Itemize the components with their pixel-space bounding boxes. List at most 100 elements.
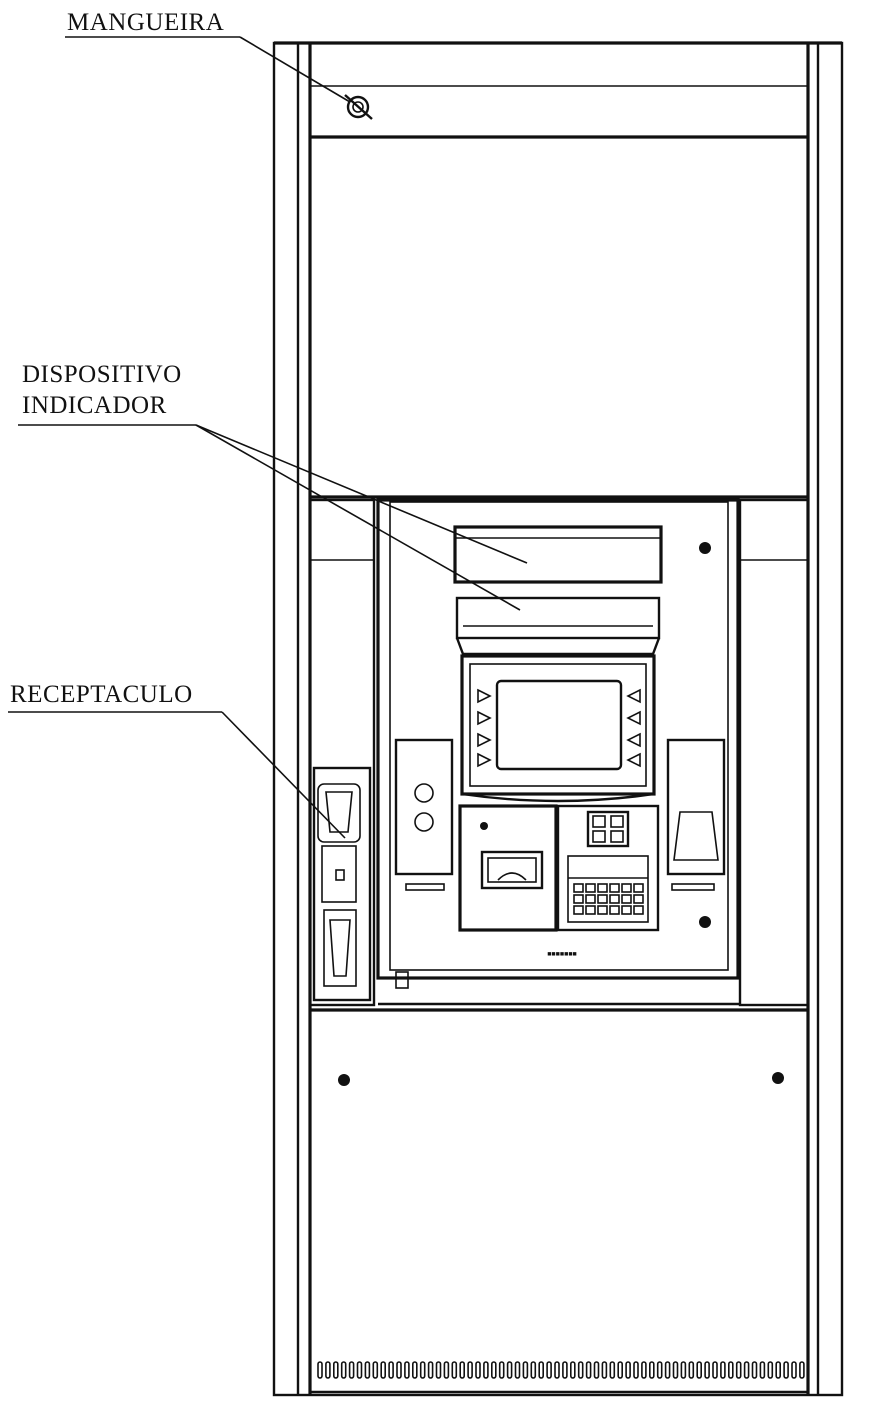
- vent-slot: [411, 1361, 418, 1379]
- vent-slot: [751, 1361, 758, 1379]
- vent-slot: [364, 1361, 371, 1379]
- vent-slot: [601, 1361, 608, 1379]
- top-header-panel: [310, 85, 808, 139]
- vent-slot: [396, 1361, 402, 1379]
- vent-slot: [372, 1361, 379, 1379]
- display-indicator: [453, 525, 663, 656]
- vent-slot: [585, 1361, 592, 1379]
- round-button-icon: [414, 812, 434, 832]
- label-receptaculo: RECEPTACULO: [10, 681, 193, 708]
- display-screen: [495, 679, 623, 771]
- receipt-module: [458, 804, 558, 932]
- keypad-key: [633, 905, 644, 915]
- vent-slot: [672, 1361, 679, 1379]
- display-indicator-upper: [453, 525, 663, 584]
- label-mangueira: MANGUEIRA: [67, 9, 224, 36]
- right-function-keys: [626, 688, 641, 768]
- label-dispositivo-line1: DISPOSITIVO: [22, 361, 182, 388]
- keypad-key: [573, 883, 584, 893]
- receptacle-lock-icon: [335, 869, 345, 881]
- keypad-key: [621, 905, 632, 915]
- vent-slot: [775, 1361, 782, 1379]
- vent-slot: [799, 1361, 805, 1379]
- receptacle-body: [321, 845, 357, 903]
- vent-slot: [735, 1361, 742, 1379]
- keypad-keys: [573, 883, 644, 915]
- round-button-icon: [414, 783, 434, 803]
- vent-slot: [483, 1361, 489, 1379]
- receptacle-housing: [312, 766, 372, 1002]
- fascia-outer: [376, 498, 740, 980]
- function-key-icon: [477, 688, 492, 704]
- label-dispositivo-line2: INDICADOR: [22, 392, 167, 419]
- receipt-slot-inner: [487, 857, 537, 883]
- vent-slot: [791, 1361, 797, 1379]
- vent-slot: [577, 1361, 584, 1379]
- vent-slot: [609, 1361, 616, 1379]
- left-fascia-module: [394, 738, 454, 891]
- vent-slot: [648, 1361, 655, 1379]
- screen-bottom-curve: [461, 792, 655, 803]
- lower-cabinet-panel: [310, 1008, 808, 1394]
- display-indicator-lower: [455, 596, 661, 640]
- vent-slot: [475, 1361, 481, 1379]
- receipt-module-box: [458, 804, 558, 932]
- vent-slot: [617, 1361, 624, 1379]
- screen-unit: [460, 654, 656, 803]
- vent-slot: [427, 1361, 434, 1379]
- keypad-module: [556, 804, 660, 932]
- leader-line-display-lower: [195, 424, 521, 611]
- vent-slot: [530, 1361, 537, 1379]
- function-key-icon: [626, 710, 641, 726]
- vent-slot: [759, 1361, 766, 1379]
- hose-fitting-icon: [344, 94, 373, 120]
- left-side-panel: [308, 498, 376, 1007]
- vent-slot: [727, 1361, 734, 1379]
- keypad-module-box: [556, 804, 660, 932]
- ventilation-slots: [317, 1361, 805, 1379]
- vent-slot: [664, 1361, 671, 1379]
- keypad-key: [621, 883, 632, 893]
- vent-slot: [467, 1361, 473, 1379]
- screen-inner-bezel: [469, 663, 647, 787]
- vent-slot: [459, 1361, 466, 1379]
- left-module-slot: [405, 883, 445, 891]
- fascia-logo-mark: ■■■■■■■: [547, 951, 577, 958]
- keypad-key: [609, 883, 620, 893]
- fascia-bolt-bottom: [699, 916, 711, 928]
- left-side-panel-box: [308, 498, 376, 1007]
- fascia-bolt-top: [699, 542, 711, 554]
- cabinet-outline: [272, 41, 844, 1397]
- screen-bezel: [460, 654, 656, 796]
- vent-slot: [506, 1361, 513, 1379]
- right-module-box: [666, 738, 726, 876]
- vent-slot: [490, 1361, 497, 1379]
- receptacle-slot-top: [317, 783, 361, 843]
- keypad-key: [597, 894, 608, 904]
- keypad-key: [585, 905, 596, 915]
- leader-line-receptaculo: [221, 711, 346, 839]
- right-fascia-module: [666, 738, 726, 891]
- vent-slot: [562, 1361, 568, 1379]
- right-side-panel: [738, 498, 810, 1007]
- vent-slot: [712, 1361, 718, 1379]
- vent-slot: [641, 1361, 647, 1379]
- vent-slot: [538, 1361, 545, 1379]
- right-side-panel-box: [738, 498, 810, 1007]
- receptacle-opening: [325, 791, 353, 833]
- keypad-key: [621, 894, 632, 904]
- function-key-icon: [477, 732, 492, 748]
- vent-slot: [633, 1361, 639, 1379]
- vent-slot: [680, 1361, 687, 1379]
- vent-slot: [569, 1361, 576, 1379]
- keypad-frame: [567, 855, 649, 923]
- receipt-slot-frame: [480, 850, 544, 890]
- vent-slot: [340, 1361, 347, 1379]
- leader-line-mangueira: [239, 36, 351, 103]
- function-key-icon: [626, 688, 641, 704]
- vent-slot: [419, 1361, 426, 1379]
- vent-slot: [435, 1361, 442, 1379]
- vent-slot: [332, 1361, 339, 1379]
- keypad-key: [633, 883, 644, 893]
